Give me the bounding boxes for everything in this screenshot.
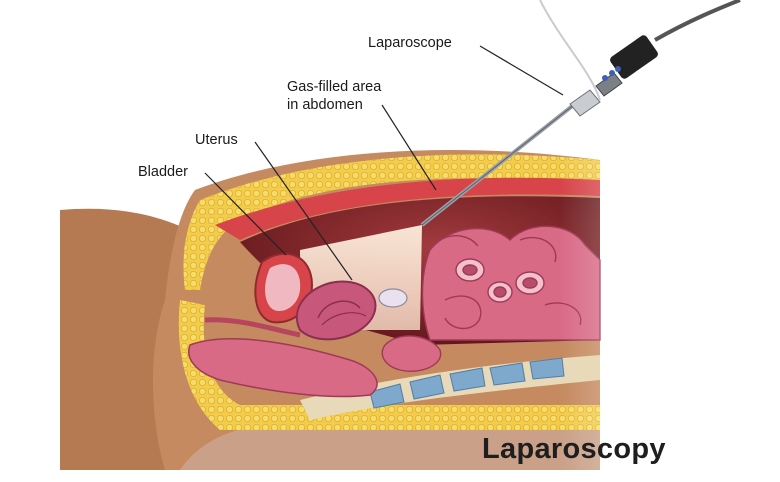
spine: [300, 355, 600, 420]
uterus: [295, 280, 408, 341]
laparoscope-icon: [420, 0, 741, 227]
bladder: [254, 252, 314, 324]
label-gas-filled-area-line1: Gas-filled area: [287, 79, 382, 95]
intestines: [421, 225, 601, 341]
rectum: [188, 338, 378, 398]
diagram-title: Laparoscopy: [482, 433, 666, 465]
label-gas-filled-area-line2: in abdomen: [287, 97, 363, 113]
lower-bowel-loop: [381, 335, 442, 372]
leader-lines: [204, 45, 564, 281]
vaginal-canal: [204, 317, 301, 338]
label-bladder: Bladder: [138, 164, 188, 180]
label-uterus: Uterus: [195, 132, 238, 148]
label-laparoscope: Laparoscope: [368, 35, 452, 51]
right-fade: [560, 140, 780, 480]
abdominal-wall-muscle: [215, 177, 600, 240]
lower-fat-layer: [178, 300, 600, 430]
